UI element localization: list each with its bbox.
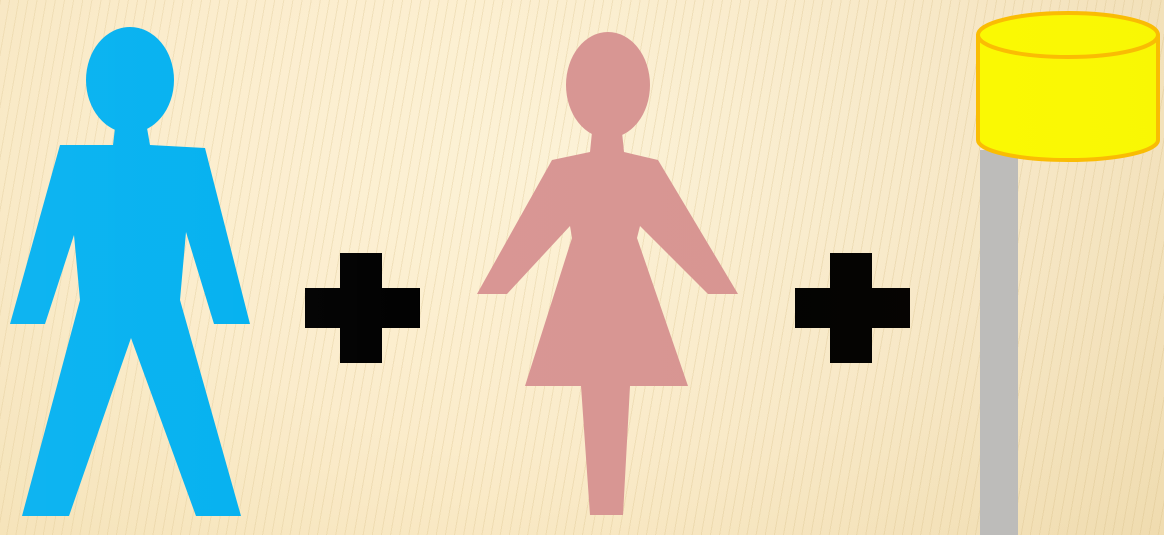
man-body: [10, 128, 250, 516]
grey-pole: [980, 150, 1018, 535]
woman-head: [566, 32, 650, 138]
plus-icon: [300, 250, 425, 365]
plus-shape: [305, 253, 420, 363]
yellow-cap-top: [978, 13, 1158, 57]
woman-body: [477, 132, 738, 515]
yellow-cap-on-pole-icon: [960, 0, 1164, 535]
plus-icon: [790, 250, 915, 365]
man-head: [86, 27, 174, 133]
plus-shape: [795, 253, 910, 363]
man-figure-icon: [0, 0, 270, 535]
woman-figure-icon: [460, 0, 760, 535]
